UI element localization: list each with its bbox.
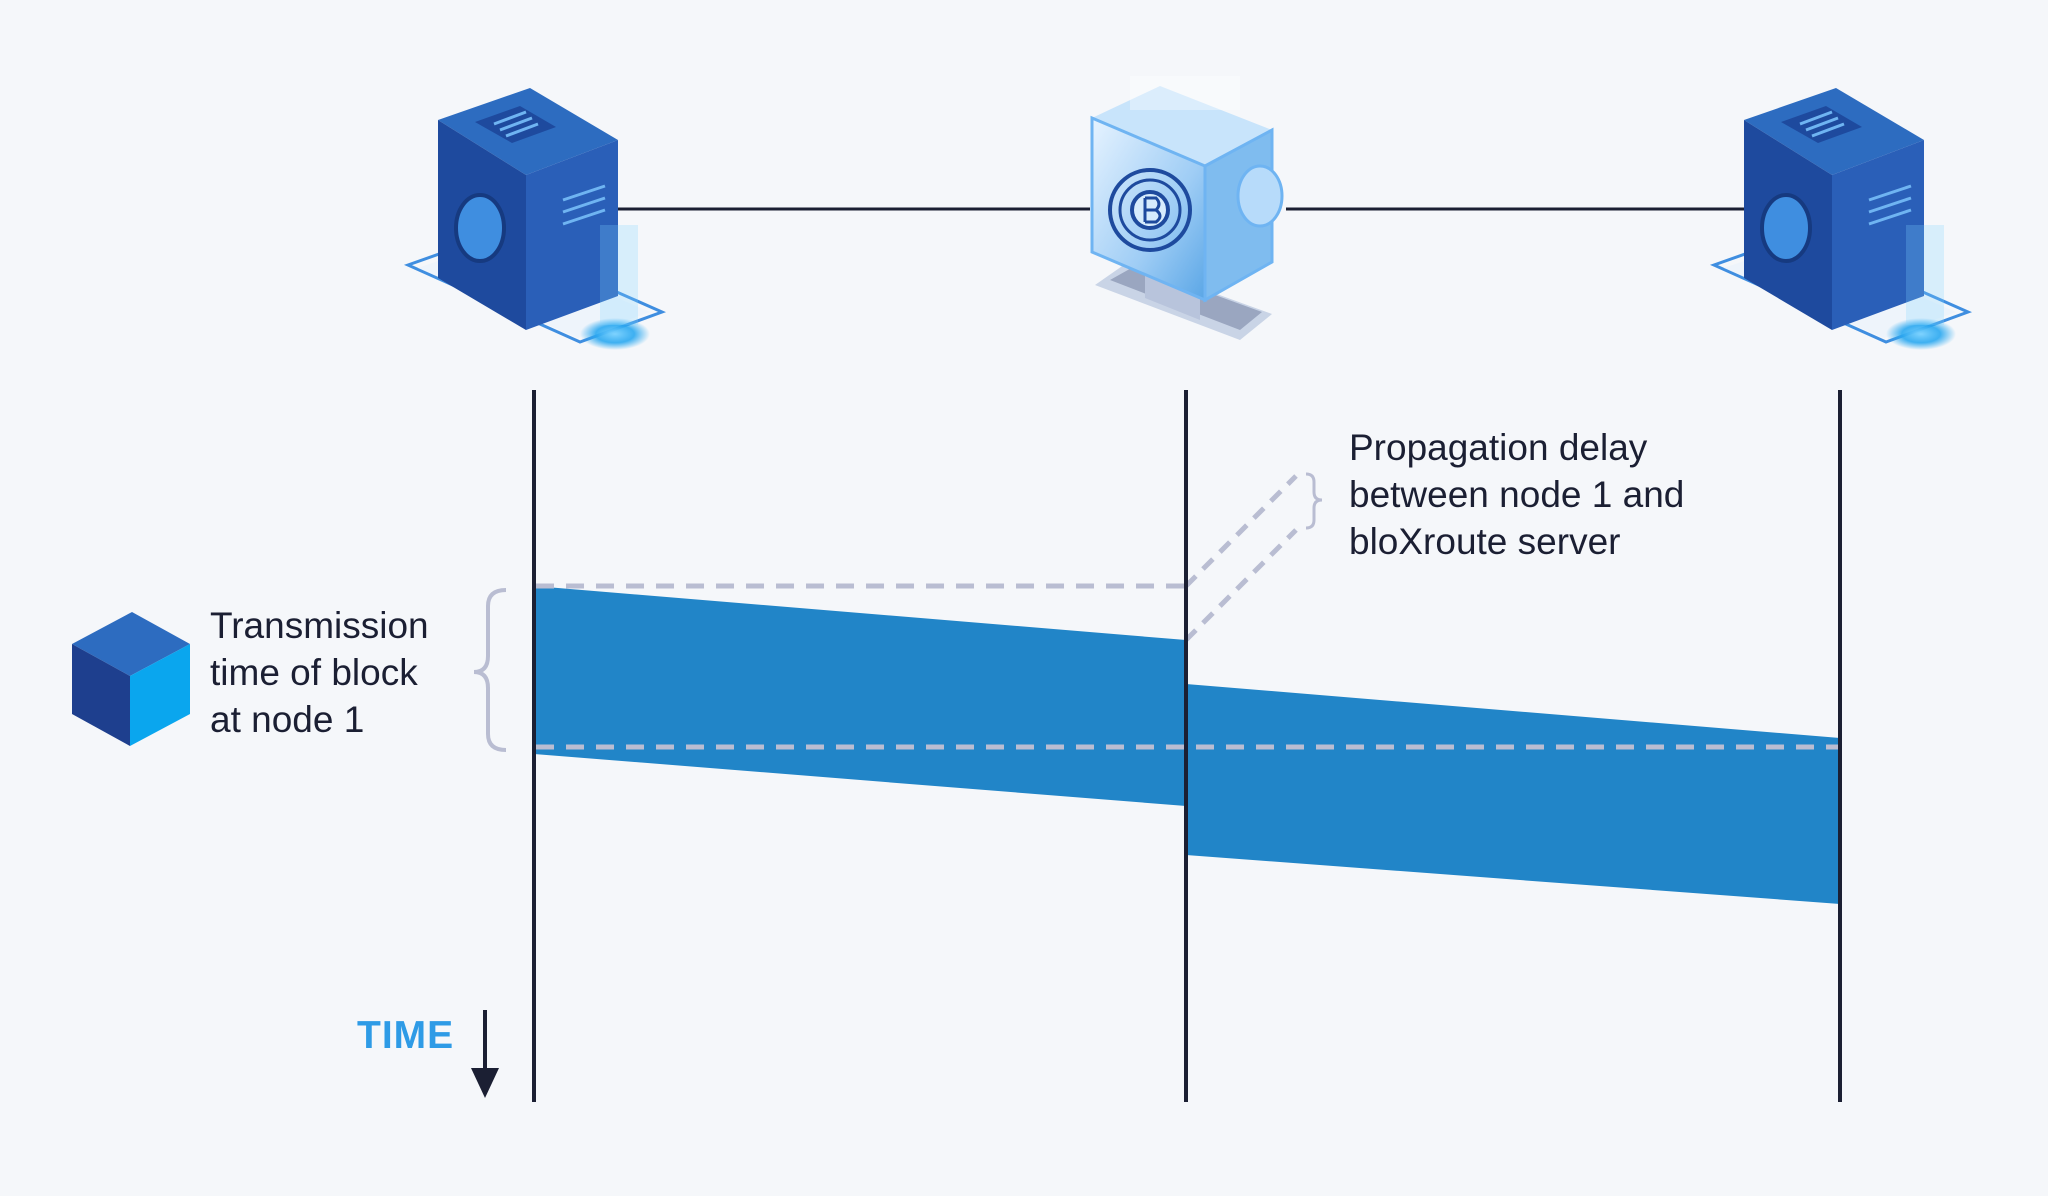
propagation-label-line-2: between node 1 and bbox=[1349, 474, 1685, 515]
dashed-leader-upper bbox=[1184, 474, 1298, 588]
time-arrow-icon bbox=[471, 1068, 499, 1098]
transmission-band-node1-to-server bbox=[534, 586, 1186, 806]
transmission-band-server-to-node2 bbox=[1186, 684, 1840, 904]
server-tower-icon bbox=[1709, 88, 1973, 350]
propagation-delay-label: Propagation delay between node 1 and blo… bbox=[1349, 424, 1684, 565]
block-cube-icon bbox=[72, 612, 190, 746]
transmission-label-line-2: time of block bbox=[210, 652, 418, 693]
transmission-label-line-3: at node 1 bbox=[210, 699, 365, 740]
transmission-label-line-1: Transmission bbox=[210, 605, 429, 646]
transmission-brace bbox=[473, 588, 507, 752]
transmission-time-label: Transmission time of block at node 1 bbox=[210, 602, 429, 743]
dashed-leader-lower bbox=[1184, 528, 1298, 642]
propagation-brace bbox=[1305, 472, 1323, 530]
time-axis-label: TIME bbox=[357, 1014, 455, 1057]
propagation-label-line-1: Propagation delay bbox=[1349, 427, 1648, 468]
propagation-label-line-3: bloXroute server bbox=[1349, 521, 1621, 562]
bloxroute-server-icon bbox=[1090, 76, 1284, 340]
server-tower-icon bbox=[403, 88, 667, 350]
